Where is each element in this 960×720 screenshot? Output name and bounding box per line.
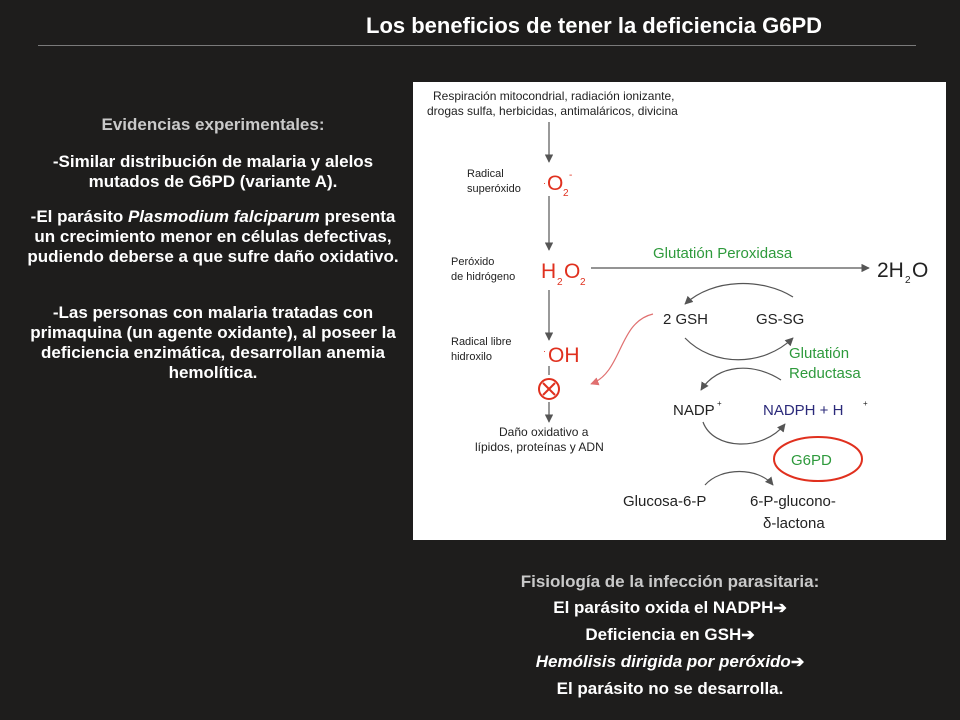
- oxidative-damage-label-1: Daño oxidativo a: [499, 425, 589, 439]
- svg-text:+: +: [717, 399, 722, 408]
- svg-text:-: -: [569, 170, 572, 181]
- hydroxyl-label-1: Radical libre: [451, 336, 512, 348]
- glucose-6-p-label: Glucosa-6-P: [623, 493, 706, 510]
- g6pd-label: G6PD: [791, 452, 832, 469]
- svg-text:2: 2: [580, 277, 586, 288]
- evidence-item-text-before: -El parásito: [30, 207, 128, 226]
- hydroxyl-formula: · OH: [543, 344, 580, 367]
- physiology-heading: Fisiología de la infección parasitaria:: [520, 572, 820, 591]
- svg-text:2: 2: [563, 188, 569, 199]
- physiology-line-1: El parásito oxida el NADPH➔: [553, 598, 787, 617]
- blocked-icon: [538, 378, 560, 400]
- svg-text:+: +: [863, 399, 868, 408]
- physiology-line-3: Hemólisis dirigida por peróxido➔: [535, 652, 805, 671]
- svg-text:2: 2: [905, 275, 911, 286]
- svg-text:2: 2: [557, 277, 563, 288]
- superoxide-label-2: superóxido: [467, 183, 521, 195]
- svg-text:·: ·: [543, 346, 546, 356]
- right-arrow-icon: ➔: [741, 627, 755, 644]
- svg-text:O: O: [912, 259, 928, 282]
- gssg-label: GS-SG: [756, 311, 804, 328]
- svg-text:2H: 2H: [877, 259, 904, 282]
- arrow-glucose-to-lactone: [704, 470, 774, 486]
- g6pd-highlight: [773, 436, 863, 482]
- hydroxyl-label-2: hidroxilo: [451, 351, 492, 363]
- physiology-line-2: Deficiencia en GSH➔: [585, 625, 755, 644]
- evidence-item-text-after: presenta un crecimiento menor en células…: [27, 207, 399, 266]
- arrow-nadp-cycle-bottom: [702, 421, 786, 445]
- oxidative-damage-label-2: lípidos, proteínas y ADN: [475, 440, 604, 454]
- evidence-heading: Evidencias experimentales:: [101, 115, 325, 134]
- physiology-section: Fisiología de la infección parasitaria: …: [470, 569, 870, 702]
- svg-text:O: O: [547, 172, 563, 195]
- oxidant-sources-line2: drogas sulfa, herbicidas, antimaláricos,…: [427, 104, 678, 118]
- right-arrow-icon: ➔: [790, 654, 805, 671]
- peroxide-label-1: Peróxido: [451, 256, 494, 268]
- arrow-gsh-cycle-bottom: [684, 337, 794, 361]
- superoxide-label-1: Radical: [467, 168, 504, 180]
- svg-text:O: O: [564, 260, 580, 283]
- svg-text:·: ·: [543, 178, 546, 188]
- svg-text:OH: OH: [548, 344, 580, 367]
- hydrogen-peroxide-formula: H 2 O 2: [541, 260, 586, 288]
- evidence-item-primaquine: -Las personas con malaria tratadas con p…: [30, 303, 396, 382]
- superoxide-formula: · O 2 -: [543, 170, 572, 199]
- svg-text:NADPH + H: NADPH + H: [763, 402, 843, 419]
- physiology-line-4: El parásito no se desarrolla.: [556, 679, 784, 698]
- peroxide-label-2: de hidrógeno: [451, 271, 515, 283]
- evidence-item-distribution: -Similar distribución de malaria y alelo…: [52, 152, 374, 191]
- svg-text:H: H: [541, 260, 556, 283]
- glucono-lactone-label-1: 6-P-glucono-: [750, 493, 836, 510]
- water-formula: 2H 2 O: [877, 259, 928, 286]
- glutathione-reductase-label-1: Glutatión: [789, 345, 849, 362]
- arrow-nadp-cycle-top: [700, 367, 782, 391]
- slide-title: Los beneficios de tener la deficiencia G…: [366, 13, 823, 38]
- glutathione-reductase-label-2: Reductasa: [789, 365, 861, 382]
- nadph-label: NADPH + H +: [763, 399, 868, 419]
- oxidant-sources-line1: Respiración mitocondrial, radiación ioni…: [433, 89, 674, 103]
- right-arrow-icon: ➔: [773, 600, 787, 617]
- svg-text:NADP: NADP: [673, 402, 715, 419]
- glutathione-peroxidase-label: Glutatión Peroxidasa: [653, 245, 793, 262]
- nadp-label: NADP +: [673, 399, 722, 419]
- arrow-gsh-cycle-top: [684, 283, 794, 305]
- oxidative-stress-diagram: Respiración mitocondrial, radiación ioni…: [413, 82, 946, 540]
- title-divider: [38, 45, 916, 46]
- arrow-gsh-to-hydroxyl: [590, 313, 654, 386]
- evidence-item-plasmodium: -El parásito Plasmodium falciparum prese…: [18, 207, 408, 267]
- gsh-label: 2 GSH: [663, 311, 708, 328]
- glucono-lactone-label-2: δ-lactona: [763, 515, 825, 532]
- species-name: Plasmodium falciparum: [127, 207, 320, 226]
